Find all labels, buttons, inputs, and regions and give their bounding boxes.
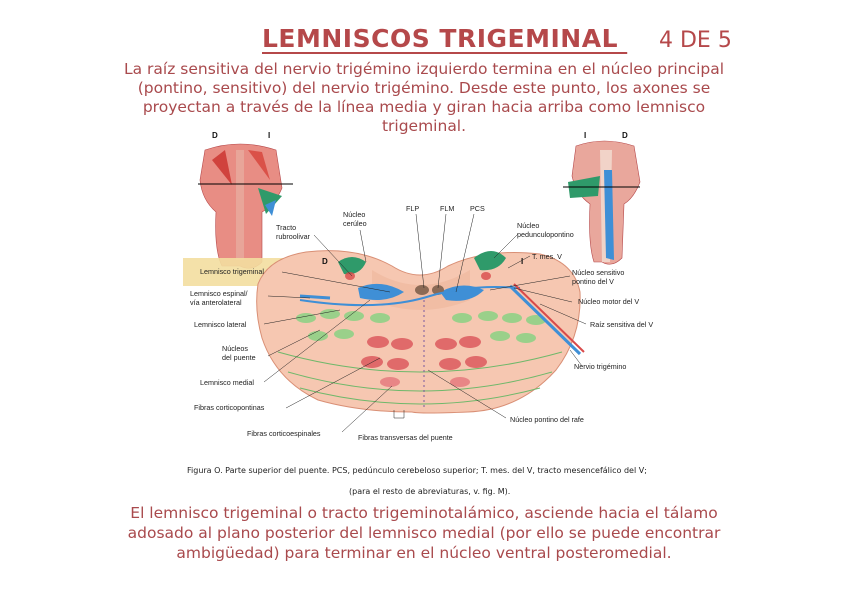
label-fibras-transversas: Fibras transversas del puente	[358, 433, 453, 442]
label-tracto-rubroolivar: Tracto rubroolivar	[276, 223, 311, 241]
label-fibras-corticoespinales: Fibras corticoespinales	[247, 429, 321, 438]
page-title: LEMNISCOS TRIGEMINAL	[262, 24, 628, 53]
label-flm: FLM	[440, 204, 454, 213]
left-brainstem-illustration	[198, 143, 293, 269]
label-lemnisco-espinal-l1: Lemnisco espinal/	[190, 289, 248, 298]
label-tracto-rubroolivar-l1: Tracto	[276, 223, 296, 232]
pons-cross-section	[256, 250, 585, 414]
section-i-label: I	[521, 257, 523, 266]
label-lemnisco-medial: Lemnisco medial	[200, 378, 254, 387]
label-nucleo-sensitivo-pontino-l1: Núcleo sensitivo	[572, 268, 624, 277]
label-lemnisco-lateral: Lemnisco lateral	[194, 320, 247, 329]
section-d-label: D	[322, 257, 328, 266]
label-nucleo-pedunculopontino-l1: Núcleo	[517, 221, 539, 230]
right-brainstem-illustration	[563, 140, 641, 265]
left-view-d-label: D	[212, 131, 218, 140]
label-t-mes-v: T. mes. V	[532, 252, 562, 261]
label-nucleo-pedunculopontino-l2: pedunculopontino	[517, 230, 574, 239]
label-lemnisco-trigeminal: Lemnisco trigeminal	[200, 267, 264, 276]
label-lemnisco-espinal: Lemnisco espinal/ vía anterolateral	[190, 289, 250, 307]
page-indicator: 4 DE 5	[659, 28, 732, 53]
leader-lines	[263, 213, 587, 433]
label-nucleo-motor-v: Núcleo motor del V	[578, 297, 639, 306]
outro-paragraph: El lemnisco trigeminal o tracto trigemin…	[127, 504, 721, 562]
label-nucleo-ceruleo: Núcleo cerúleo	[343, 210, 367, 228]
label-pcs: PCS	[470, 204, 485, 213]
left-view-i-label: I	[268, 131, 270, 140]
label-nucleo-sensitivo-pontino: Núcleo sensitivo pontino del V	[572, 268, 626, 286]
label-raiz-sensitiva-v: Raíz sensitiva del V	[590, 320, 653, 329]
right-view-d-label: D	[622, 131, 628, 140]
label-nucleo-ceruleo-l1: Núcleo	[343, 210, 365, 219]
figure-caption-line2: (para el resto de abreviaturas, v. fig. …	[349, 487, 511, 496]
label-lemnisco-espinal-l2: vía anterolateral	[190, 298, 242, 307]
label-nucleo-pontino-rafe: Núcleo pontino del rafe	[510, 415, 584, 424]
label-flp: FLP	[406, 204, 419, 213]
label-nucleo-sensitivo-pontino-l2: pontino del V	[572, 277, 614, 286]
label-nucleo-pedunculopontino: Núcleo pedunculopontino	[517, 221, 574, 239]
label-nervio-trigemino: Nervio trigémino	[574, 362, 626, 371]
label-nucleos-puente: Núcleos del puente	[222, 344, 256, 362]
right-view-i-label: I	[584, 131, 586, 140]
label-nucleos-puente-l2: del puente	[222, 353, 256, 362]
figure-caption-line1: Figura O. Parte superior del puente. PCS…	[187, 466, 647, 475]
label-nucleos-puente-l1: Núcleos	[222, 344, 248, 353]
label-nucleo-ceruleo-l2: cerúleo	[343, 219, 367, 228]
intro-paragraph: La raíz sensitiva del nervio trigémino i…	[123, 60, 725, 135]
label-tracto-rubroolivar-l2: rubroolivar	[276, 232, 311, 241]
label-fibras-corticopontinas: Fibras corticopontinas	[194, 403, 265, 412]
